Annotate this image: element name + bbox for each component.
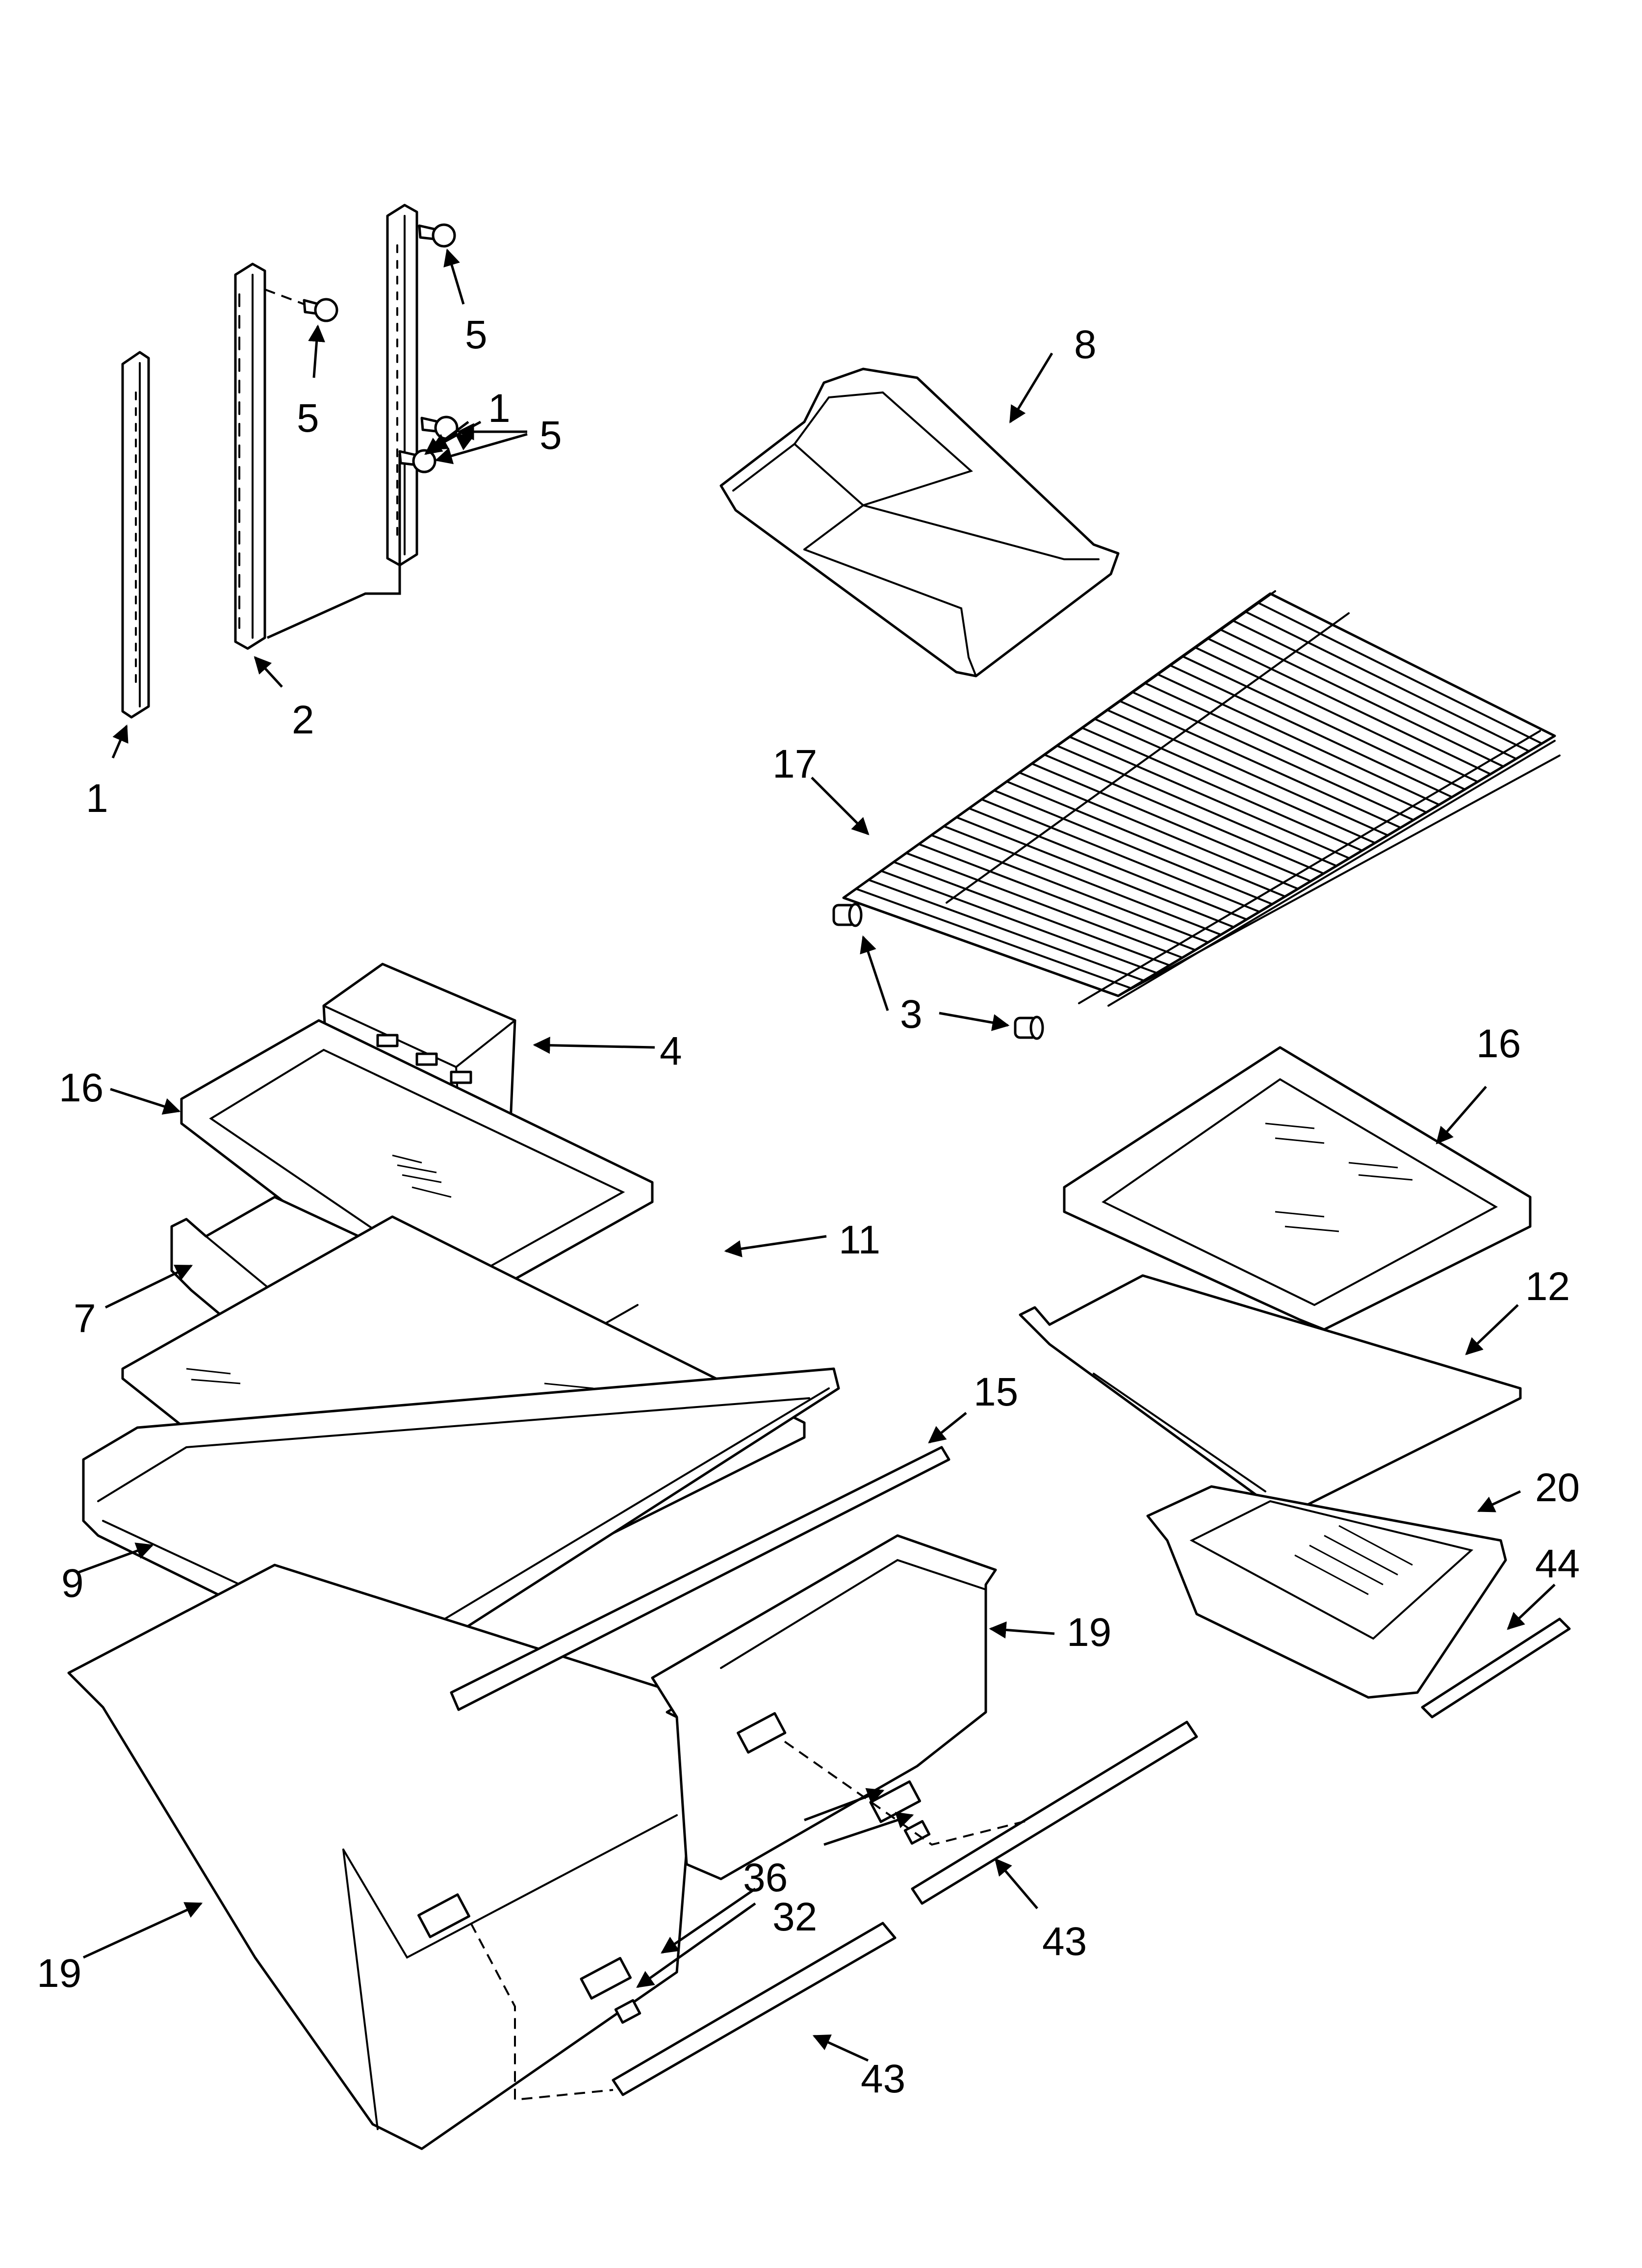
slide-36-right	[869, 1780, 922, 1823]
shelf-stud-lower	[1014, 1016, 1044, 1040]
wire-rung	[980, 798, 1260, 913]
callout-12: 12	[1525, 1264, 1570, 1309]
callout-15: 15	[974, 1370, 1018, 1414]
shelf-rail-left	[121, 351, 150, 719]
shelf-rail-right	[386, 204, 418, 567]
callout-5-lower: 5	[539, 413, 562, 458]
wire-rung	[1081, 727, 1363, 852]
wire-rung	[1206, 637, 1492, 775]
wire-rung	[1144, 682, 1428, 813]
callout-19-right: 19	[1067, 1610, 1111, 1655]
shelf-ladder-center	[234, 262, 266, 650]
meat-drawer-ribs	[1294, 1525, 1413, 1595]
callout-17: 17	[772, 742, 817, 786]
wire-rung	[1005, 780, 1286, 898]
callout-20: 20	[1535, 1465, 1580, 1510]
callout-11: 11	[839, 1218, 880, 1262]
wire-rung	[930, 834, 1209, 943]
wire-rung	[1118, 700, 1402, 829]
wire-rung	[1232, 619, 1517, 760]
callout-labels: 1 2 5 5 1 5 8 17 3 4 16 11 7 15 9 16 12 …	[37, 313, 1580, 2101]
wire-shelf-17	[842, 590, 1561, 1007]
wire-rung	[968, 807, 1248, 921]
wire-rung	[1018, 771, 1299, 890]
wire-rung	[1068, 735, 1351, 860]
shelf-stud-upper	[832, 903, 863, 927]
deli-drawer-8	[719, 367, 1120, 678]
callout-19-left: 19	[37, 1951, 81, 1996]
glass-shine-right-shelf	[1265, 1122, 1413, 1232]
support-bar-15	[450, 1446, 950, 1711]
meat-drawer-20	[1146, 1485, 1507, 1699]
glass-shine-left-shelf	[392, 1154, 452, 1198]
wire-rung	[855, 887, 1132, 990]
wire-rung	[1093, 718, 1376, 844]
callout-16-left: 16	[59, 1066, 103, 1110]
callout-44: 44	[1535, 1541, 1580, 1586]
callout-4: 4	[660, 1029, 682, 1073]
wire-rung	[993, 789, 1274, 905]
callout-2: 2	[292, 698, 314, 742]
clip-32-left	[614, 1999, 641, 2024]
assembly-line-left	[470, 1923, 614, 2101]
callout-16-right: 16	[1476, 1021, 1521, 1066]
shelf-frame-12	[1019, 1274, 1522, 1517]
wire-rung	[943, 825, 1222, 936]
callout-1-right: 1	[488, 386, 511, 431]
wire-rung	[1106, 709, 1389, 836]
wire-rung	[1043, 754, 1325, 875]
wire-rung	[880, 870, 1158, 974]
callout-5-center: 5	[297, 396, 319, 441]
leader-arrows	[78, 248, 1556, 2062]
crisper-drawer-19-left	[67, 1564, 698, 2150]
wire-rung	[868, 879, 1145, 982]
assembly-line-right	[784, 1741, 1030, 1846]
callout-36: 36	[743, 1855, 788, 1900]
callout-32: 32	[772, 1895, 817, 1939]
glass-shelf-16-right	[1063, 1046, 1532, 1331]
wire-rung	[893, 861, 1171, 966]
wire-rung	[955, 816, 1235, 928]
callout-1-left: 1	[86, 776, 108, 821]
wire-rung	[1030, 762, 1312, 883]
wire-rung	[918, 843, 1197, 951]
wire-rung	[1194, 646, 1479, 783]
wire-rung	[1169, 664, 1453, 798]
trim-43-right	[911, 1721, 1198, 1905]
trim-44	[1421, 1617, 1571, 1719]
wire-rung	[1244, 610, 1530, 753]
wire-rung	[1219, 628, 1505, 768]
wire-rung	[1131, 691, 1415, 821]
callout-3: 3	[900, 992, 923, 1037]
callout-8: 8	[1074, 322, 1097, 367]
crisper-drawer-19-right	[651, 1534, 997, 1880]
clip-32-right	[903, 1820, 931, 1845]
callout-9: 9	[61, 1561, 84, 1606]
wire-rung	[905, 852, 1183, 959]
screw-top-right	[418, 223, 456, 248]
wire-rung	[1156, 673, 1440, 806]
callout-43-right: 43	[1042, 1919, 1087, 1964]
callout-43-left: 43	[861, 2057, 905, 2101]
callout-5-top-right: 5	[465, 313, 487, 357]
wire-rung	[1056, 745, 1337, 867]
slide-36-left	[580, 1956, 632, 2000]
trim-43-left	[612, 1922, 897, 2096]
wire-rung	[1181, 655, 1466, 791]
wire-rung	[1257, 601, 1543, 745]
screw-lower-right-2	[266, 449, 436, 639]
screw-top-center	[264, 288, 338, 322]
callout-7: 7	[74, 1296, 96, 1341]
